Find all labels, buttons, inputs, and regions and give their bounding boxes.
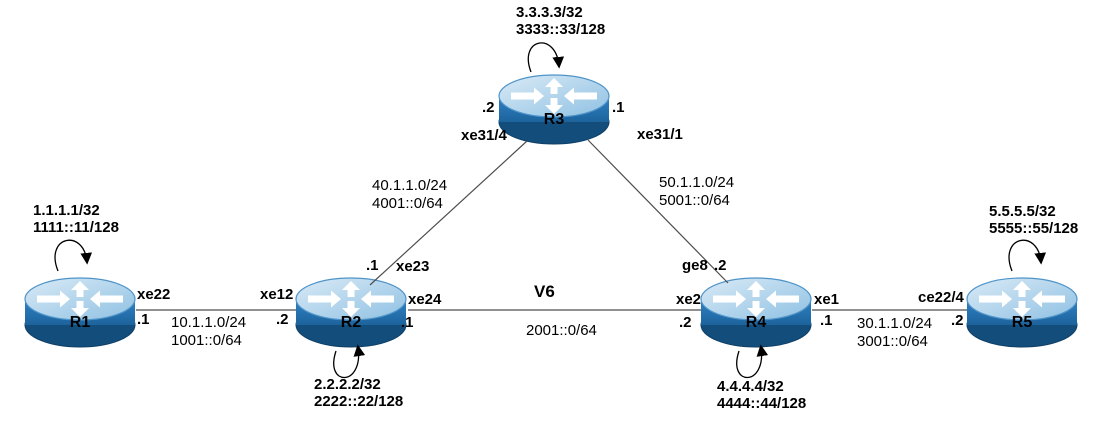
interface-label-R2-xe23: xe23: [396, 258, 430, 275]
addr-label-R5-ce22-4: .2: [951, 312, 964, 329]
addr-label-R4-xe2: .2: [679, 314, 692, 331]
network-ipv6: 3001::0/64: [857, 333, 928, 350]
interface-label-R2-xe24: xe24: [408, 291, 442, 308]
router-icon: [498, 74, 610, 145]
network-ipv6: 1001::0/64: [171, 332, 242, 349]
loopback-arrow-R5: [1008, 239, 1047, 272]
loopback-ipv6: 3333::33/128: [516, 21, 606, 38]
network-ipv6: 4001::0/64: [372, 195, 443, 212]
loopback-arrow-R4: [736, 344, 769, 379]
loopback-arrow-R3: [527, 42, 565, 73]
loopback-ipv6: 2222::22/128: [314, 393, 404, 410]
interface-label-R1-xe22: xe22: [137, 286, 171, 303]
router-icon: [295, 277, 407, 348]
loopback-ipv4: 2.2.2.2/32: [314, 376, 381, 393]
network-label-R2-R3: 40.1.1.0/24 4001::0/64: [372, 177, 447, 213]
router-icon: [24, 277, 136, 348]
loopback-ipv6: 5555::55/128: [989, 220, 1079, 237]
addr-label-R2-xe24: .1: [401, 314, 414, 331]
router-name: R1: [69, 314, 91, 331]
loopback-ipv4: 4.4.4.4/32: [717, 378, 784, 395]
loopback-label-R5: 5.5.5.5/32 5555::55/128: [989, 203, 1078, 237]
loopback-ipv6: 4444::44/128: [717, 395, 807, 412]
network-ipv4: 40.1.1.0/24: [372, 177, 448, 194]
router-name: R4: [745, 314, 767, 331]
router-name: R3: [543, 111, 565, 128]
addr-label-R4-xe1: .1: [820, 312, 833, 329]
interface-label-R4-ge8: ge8: [682, 257, 708, 274]
loopback-ipv4: 5.5.5.5/32: [989, 203, 1056, 220]
router-node-R5[interactable]: R5: [966, 277, 1078, 349]
addr-label-R3-xe31-4: .2: [482, 99, 495, 116]
network-label-R4-R5: 30.1.1.0/24 3001::0/64: [857, 315, 932, 351]
addr-label-R2-xe23: .1: [366, 257, 379, 274]
network-label-R2-R4: 2001::0/64: [526, 322, 597, 339]
interface-label-R5-ce22-4: ce22/4: [918, 289, 964, 306]
interface-label-R4-xe1: xe1: [814, 291, 840, 308]
link-title-v6: V6: [534, 282, 555, 301]
network-ipv4: 30.1.1.0/24: [857, 315, 933, 332]
network-ipv4: 10.1.1.0/24: [171, 314, 247, 331]
network-ipv4: 50.1.1.0/24: [659, 174, 735, 191]
router-icon: [700, 277, 812, 348]
loopback-label-R4: 4.4.4.4/32 4444::44/128: [717, 378, 806, 412]
loopback-ipv4: 3.3.3.3/32: [516, 4, 583, 21]
router-node-R4[interactable]: R4: [700, 277, 812, 349]
loopback-arrow-R2: [333, 344, 366, 379]
addr-label-R4-ge8: .2: [714, 257, 727, 274]
interface-label-R4-xe2: xe2: [676, 291, 702, 308]
router-node-R2[interactable]: R2: [295, 277, 407, 349]
router-name: R5: [1011, 314, 1033, 331]
router-name: R2: [340, 314, 362, 331]
loopback-label-R1: 1.1.1.1/32 1111::11/128: [33, 202, 119, 236]
addr-label-R3-xe31-1: .1: [612, 99, 625, 116]
router-node-R1[interactable]: R1: [24, 277, 136, 349]
loopback-label-R3: 3.3.3.3/32 3333::33/128: [516, 4, 605, 38]
router-icon: [966, 277, 1078, 348]
loopback-ipv4: 1.1.1.1/32: [33, 202, 100, 219]
loopback-ipv6: 1111::11/128: [33, 219, 119, 236]
network-label-R3-R4: 50.1.1.0/24 5001::0/64: [659, 174, 734, 210]
link-line-R2-R3: [369, 140, 528, 286]
network-label-R1-R2: 10.1.1.0/24 1001::0/64: [171, 314, 246, 350]
addr-label-R1-xe22: .1: [137, 311, 150, 328]
loopback-arrow-R1: [54, 239, 93, 272]
interface-label-R3-xe31-4: xe31/4: [461, 127, 507, 144]
addr-label-R2-xe12: .2: [276, 311, 289, 328]
interface-label-R2-xe12: xe12: [260, 286, 294, 303]
loopback-label-R2: 2.2.2.2/32 2222::22/128: [314, 376, 403, 410]
network-ipv6: 5001::0/64: [659, 192, 730, 209]
router-node-R3[interactable]: R3: [498, 74, 610, 146]
interface-label-R3-xe31-1: xe31/1: [637, 126, 683, 143]
